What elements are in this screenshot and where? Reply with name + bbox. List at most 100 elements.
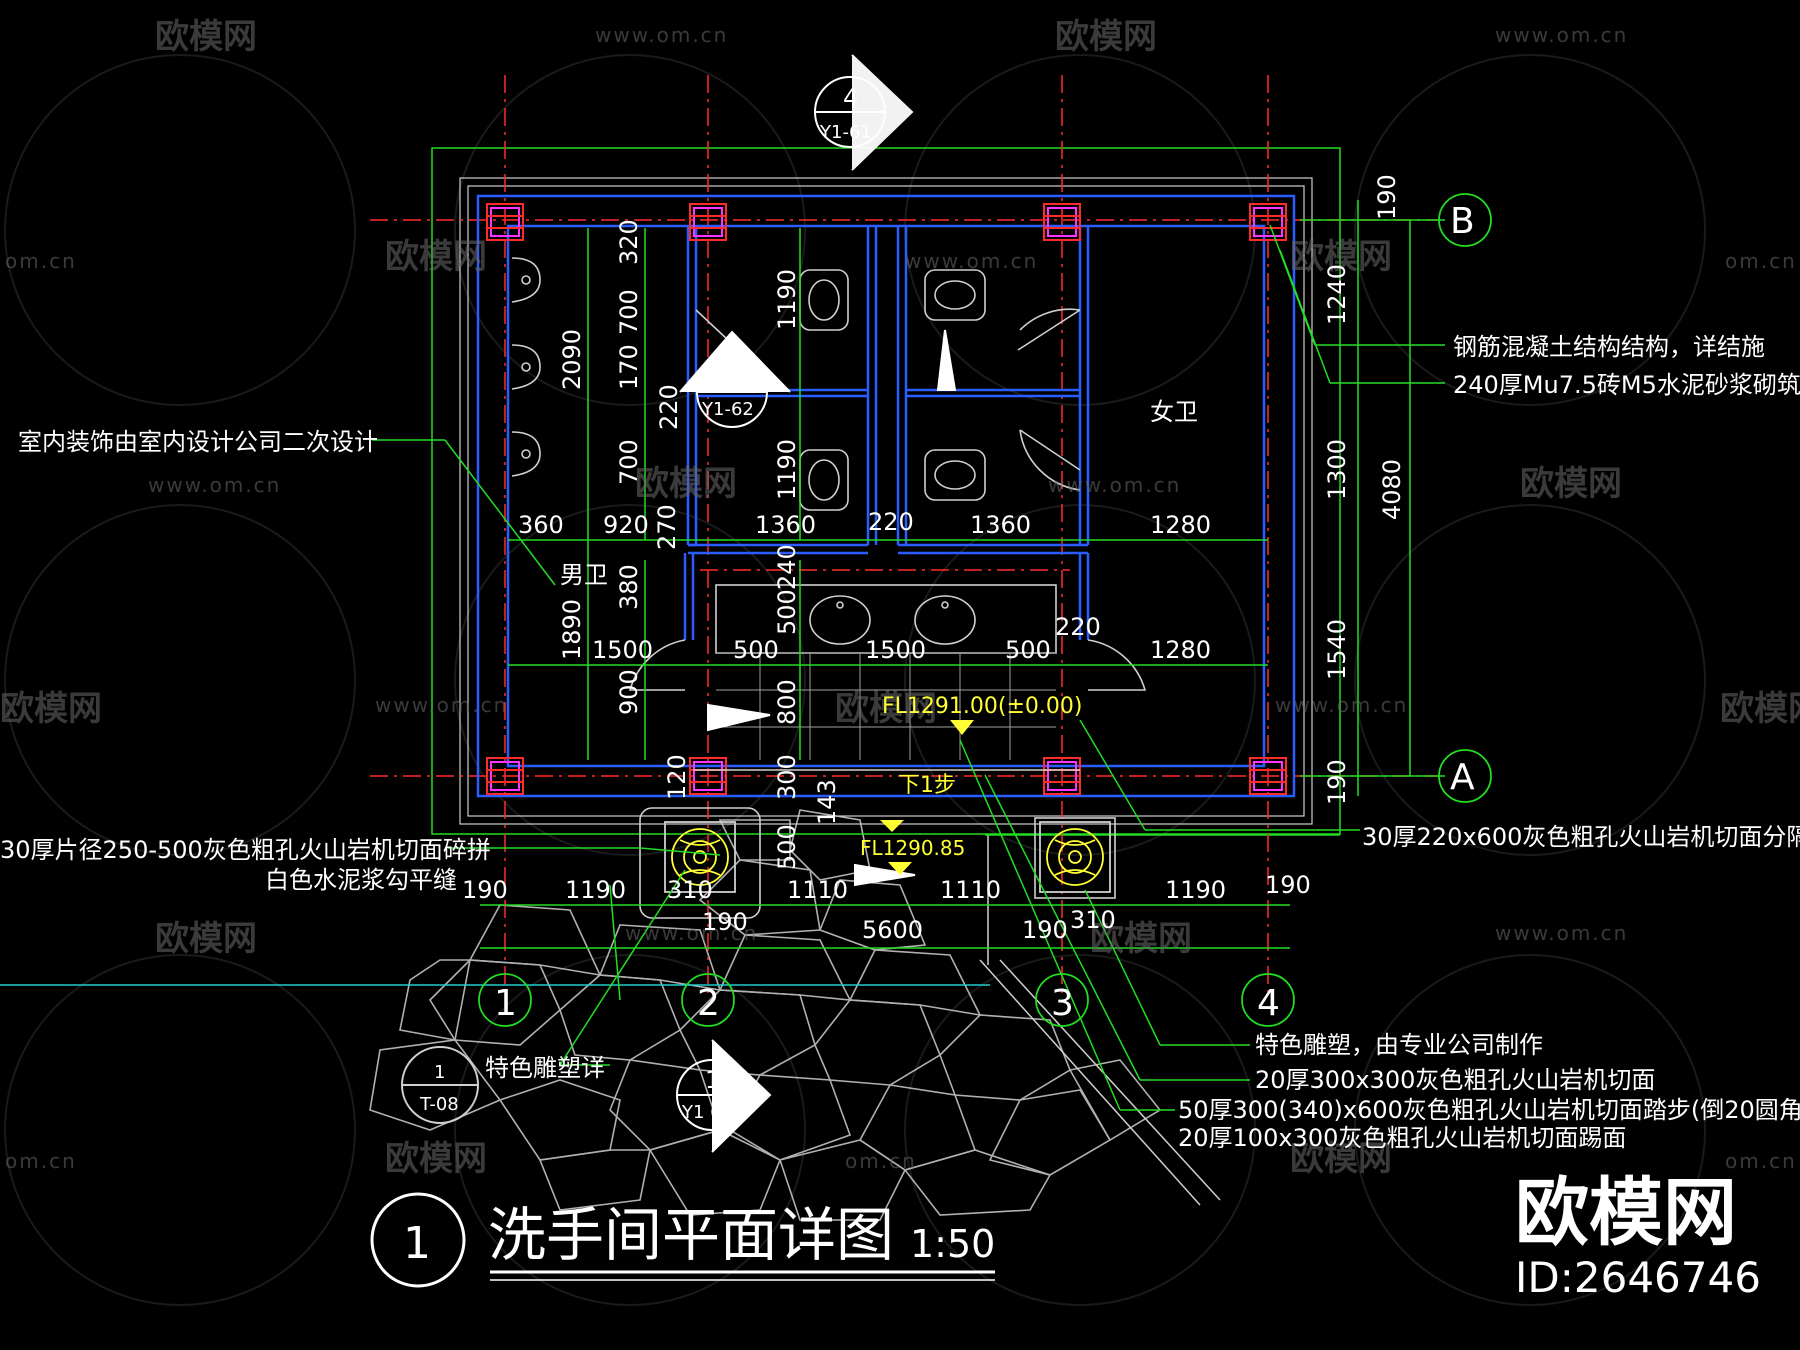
dim-700: 700 bbox=[615, 289, 643, 335]
grid-label-a: A bbox=[1450, 757, 1475, 798]
room-label-women: 女卫 bbox=[1150, 398, 1198, 426]
section-symbols bbox=[401, 54, 957, 1153]
watermark-url: om.cn bbox=[1725, 1149, 1797, 1173]
watermark-brand: 欧模网 bbox=[1520, 464, 1622, 504]
squat-toilet-icon bbox=[924, 449, 986, 501]
dim-220: 220 bbox=[868, 508, 914, 536]
dim-1190: 1190 bbox=[773, 439, 801, 500]
floor-level-1: FL1291.00(±0.00) bbox=[882, 694, 1082, 719]
sculpture-icon bbox=[1039, 821, 1111, 893]
note-interior-design: 室内装饰由室内设计公司二次设计 bbox=[18, 428, 378, 456]
note-brick-wall: 240厚Mu7.5砖M5水泥砂浆砌筑 bbox=[1453, 371, 1800, 399]
note-sculpture-detail: 特色雕塑详 bbox=[485, 1054, 605, 1082]
watermark-url: www.om.cn bbox=[1495, 921, 1628, 945]
dim-270: 270 bbox=[653, 504, 681, 550]
watermark-url: www.om.cn bbox=[148, 473, 281, 497]
dim-320: 320 bbox=[615, 219, 643, 265]
dim-143: 143 bbox=[813, 779, 841, 825]
dim-360: 360 bbox=[518, 511, 564, 539]
note-sculpture: 特色雕塑，由专业公司制作 bbox=[1255, 1031, 1543, 1059]
dim-500: 500 bbox=[773, 589, 801, 635]
dim-190: 190 bbox=[1373, 174, 1401, 220]
dim-1890: 1890 bbox=[558, 599, 586, 660]
watermark-url: www.om.cn bbox=[625, 921, 758, 945]
dim-5600: 5600 bbox=[862, 916, 923, 944]
dim-1280: 1280 bbox=[1150, 511, 1211, 539]
dim-2090: 2090 bbox=[558, 329, 586, 390]
dim-1360: 1360 bbox=[755, 511, 816, 539]
dim-1110: 1110 bbox=[940, 876, 1001, 904]
urinal-icon bbox=[511, 431, 541, 477]
note-grout: 白色水泥浆勾平缝 bbox=[265, 866, 457, 894]
dim-120: 120 bbox=[663, 754, 691, 800]
grid-label-2: 2 bbox=[697, 983, 720, 1024]
columns bbox=[486, 203, 1287, 795]
dim-1190: 1190 bbox=[773, 269, 801, 330]
urinal-icon bbox=[511, 257, 541, 303]
dim-190: 190 bbox=[1022, 916, 1068, 944]
drawing-number: 1 bbox=[403, 1218, 431, 1269]
dim-1190: 1190 bbox=[1165, 876, 1226, 904]
dimension-lines bbox=[372, 200, 1445, 1111]
note-floor-tile: 20厚300x300灰色粗孔火山岩机切面 bbox=[1255, 1066, 1655, 1094]
section-1-number: 1 bbox=[705, 1066, 720, 1094]
grid-label-1: 1 bbox=[494, 983, 517, 1024]
watermark-brand: 欧模网 bbox=[155, 919, 257, 959]
dim-1190: 1190 bbox=[565, 876, 626, 904]
grid-label-b: B bbox=[1450, 201, 1475, 242]
watermark-url: www.om.cn bbox=[905, 249, 1038, 273]
watermark-brand: 欧模网 bbox=[385, 237, 487, 277]
watermark-url: www.om.cn bbox=[595, 23, 728, 47]
dim-1500: 1500 bbox=[592, 636, 653, 664]
dim-920: 920 bbox=[603, 511, 649, 539]
title-underline bbox=[370, 1192, 995, 1288]
watermarks: 欧模网 www.om.cn 欧模网 www.om.cn om.cn 欧模网 ww… bbox=[0, 17, 1800, 1179]
watermark-brand: 欧模网 bbox=[835, 689, 937, 729]
dim-1500: 1500 bbox=[865, 636, 926, 664]
dimension-text: 320 700 170 220 700 2090 1190 1190 360 9… bbox=[462, 174, 1406, 944]
dim-1360: 1360 bbox=[970, 511, 1031, 539]
floor-level-2: FL1290.85 bbox=[860, 836, 965, 860]
watermark-url: om.cn bbox=[5, 249, 77, 273]
dim-310: 310 bbox=[1070, 906, 1116, 934]
labels: B A 1 2 3 4 4 Y1-61 2 Y1-62 1 Y1 62 1 T-… bbox=[0, 84, 1800, 1302]
section-2-ref: Y1-62 bbox=[701, 399, 754, 420]
dim-170: 170 bbox=[615, 344, 643, 390]
room-label-men: 男卫 bbox=[560, 561, 608, 589]
dim-190: 190 bbox=[702, 908, 748, 936]
dim-4080: 4080 bbox=[1378, 459, 1406, 520]
section-4-ref: Y1-61 bbox=[819, 122, 872, 143]
dim-1280: 1280 bbox=[1150, 636, 1211, 664]
grid-label-4: 4 bbox=[1257, 983, 1280, 1024]
note-step-tread: 50厚300(340)x600灰色粗孔火山岩机切面踏步(倒20圆角) bbox=[1178, 1096, 1800, 1124]
watermark-url: om.cn bbox=[845, 1149, 917, 1173]
dim-1240: 1240 bbox=[1323, 264, 1351, 325]
axis-lines bbox=[370, 75, 1440, 995]
watermark-brand: 欧模网 bbox=[1290, 237, 1392, 277]
dim-900: 900 bbox=[615, 669, 643, 715]
dim-220: 220 bbox=[1055, 613, 1101, 641]
site-outline bbox=[0, 147, 1341, 1206]
watermark-brand: 欧模网 bbox=[1055, 17, 1157, 57]
dim-190: 190 bbox=[1265, 871, 1311, 899]
squat-toilet-icon bbox=[799, 449, 849, 511]
watermark-url: www.om.cn bbox=[1275, 693, 1408, 717]
dim-800: 800 bbox=[773, 679, 801, 725]
dim-300: 300 bbox=[773, 754, 801, 800]
dim-500: 500 bbox=[733, 636, 779, 664]
urinal-icon bbox=[511, 344, 541, 390]
note-rc-structure: 钢筋混凝土结构结构，详结施 bbox=[1453, 333, 1765, 361]
walls bbox=[476, 194, 1296, 798]
drawing-title: 洗手间平面详图 bbox=[488, 1201, 894, 1269]
section-4-number: 4 bbox=[843, 84, 858, 112]
detail-1-ref: T-08 bbox=[419, 1094, 459, 1115]
watermark-url: om.cn bbox=[5, 1149, 77, 1173]
sculpture-icon bbox=[664, 821, 736, 893]
watermark-brand: 欧模网 bbox=[155, 17, 257, 57]
dim-500: 500 bbox=[1005, 636, 1051, 664]
watermark-brand: 欧模网 bbox=[1290, 1139, 1392, 1179]
note-crazy-paving: 30厚片径250-500灰色粗孔火山岩机切面碎拼 bbox=[0, 836, 491, 864]
dim-220: 220 bbox=[655, 384, 683, 430]
watermark-brand: 欧模网 bbox=[1720, 689, 1800, 729]
